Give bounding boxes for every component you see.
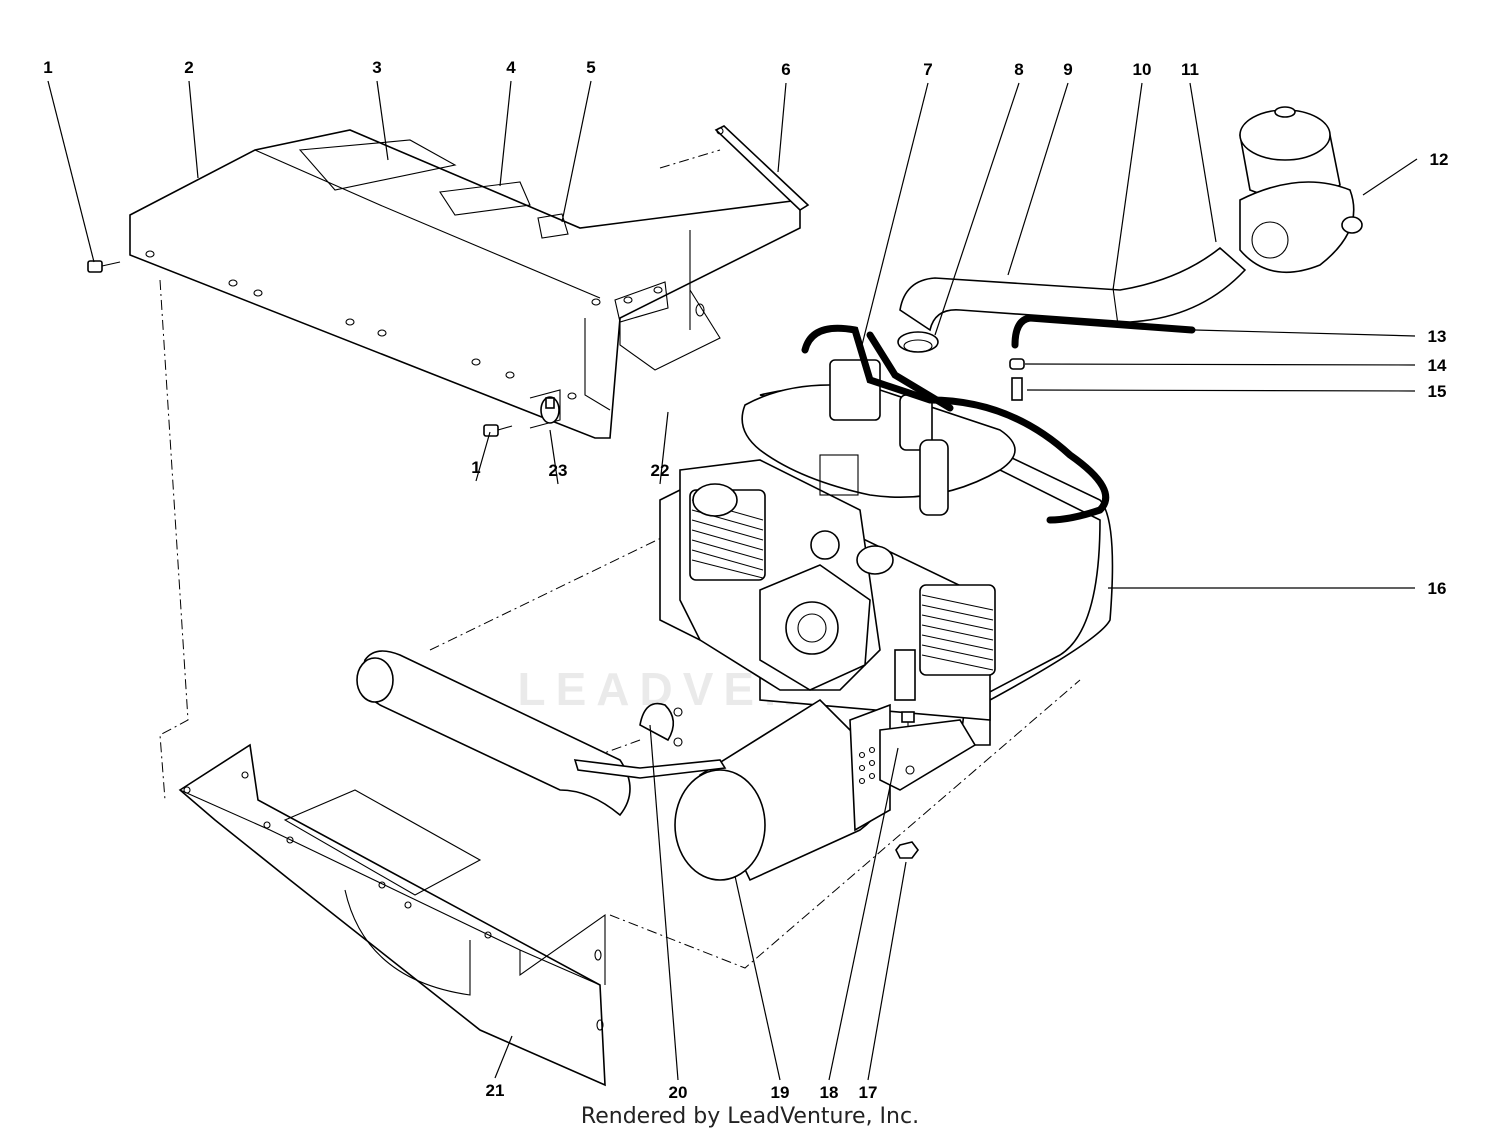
leader-line-20	[649, 724, 679, 1081]
callout-22: 22	[651, 461, 670, 480]
leader-line-22	[659, 411, 669, 485]
callout-17: 17	[859, 1083, 878, 1102]
leader-line-7	[861, 82, 929, 346]
leader-line-13	[1194, 329, 1416, 337]
screw-1	[87, 260, 121, 273]
air-intake-hose-9	[899, 246, 1247, 332]
clamp-20	[639, 702, 683, 747]
muffler-vent-holes	[858, 746, 876, 785]
hose-clamp-8	[897, 331, 939, 353]
callout-8: 8	[1014, 60, 1023, 79]
leader-line-21	[494, 1035, 513, 1079]
callout-1: 1	[43, 58, 52, 77]
footer-credit: Rendered by LeadVenture, Inc.	[580, 1104, 920, 1129]
exhaust-pipe	[356, 650, 631, 817]
callout-2: 2	[184, 58, 193, 77]
callout-18: 18	[820, 1083, 839, 1102]
lower-shroud-holes	[183, 771, 604, 1031]
leader-line-1	[47, 80, 95, 263]
exhaust-bracket	[573, 759, 727, 779]
callout-23: 23	[549, 461, 568, 480]
nut-17	[895, 841, 919, 859]
leader-line-14	[1024, 363, 1416, 366]
leader-line-11	[1189, 82, 1217, 243]
leader-line-9	[1007, 82, 1069, 276]
leader-line-10	[1112, 82, 1143, 291]
callout-12: 12	[1430, 150, 1449, 169]
clip-23	[540, 396, 560, 424]
leader-line-3	[376, 80, 389, 161]
leader-line-17	[867, 861, 907, 1081]
callout-7: 7	[923, 60, 932, 79]
leader-line-4	[499, 80, 512, 187]
muffler-19	[674, 698, 891, 882]
air-cleaner-12	[1239, 106, 1363, 273]
blower-housing-shroud	[129, 129, 801, 439]
leader-line-1	[475, 431, 491, 482]
bracket-6	[714, 125, 810, 212]
fitting-15	[1011, 377, 1023, 401]
callout-10: 10	[1133, 60, 1152, 79]
callout-1: 1	[471, 458, 480, 477]
leader-line-6	[777, 82, 787, 173]
leader-line-12	[1362, 158, 1418, 196]
screw-1-lower	[483, 424, 513, 437]
callout-21: 21	[486, 1081, 505, 1100]
engine-base-plate	[879, 719, 977, 791]
callout-5: 5	[586, 58, 595, 77]
leader-line-19	[734, 875, 781, 1081]
callout-6: 6	[781, 60, 790, 79]
leader-line-2	[188, 80, 199, 179]
breather-hose-13	[801, 314, 1196, 524]
callout-15: 15	[1428, 382, 1447, 401]
engine-block	[679, 459, 996, 701]
leader-line-15	[1026, 389, 1416, 392]
leader-line-18	[828, 747, 899, 1081]
fitting-14	[1009, 358, 1025, 370]
lower-shroud-21	[178, 743, 606, 1087]
callout-11: 11	[1181, 60, 1199, 79]
callout-14: 14	[1428, 356, 1447, 375]
callout-13: 13	[1428, 327, 1447, 346]
callout-4: 4	[506, 58, 516, 77]
callout-16: 16	[1428, 579, 1447, 598]
leader-line-8	[934, 82, 1020, 336]
callout-19: 19	[771, 1083, 790, 1102]
callout-20: 20	[669, 1083, 688, 1102]
leader-line-23	[549, 429, 559, 485]
callout-3: 3	[372, 58, 381, 77]
callout-9: 9	[1063, 60, 1072, 79]
shroud-holes	[145, 250, 705, 400]
leader-line-5	[561, 80, 592, 223]
